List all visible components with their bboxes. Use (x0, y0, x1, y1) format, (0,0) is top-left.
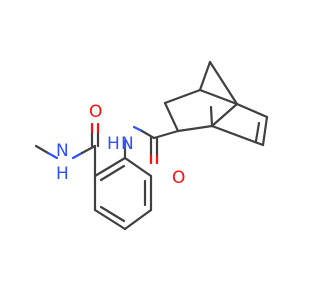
ring-bond-4 (123, 208, 153, 231)
hydrogen-right-label: H (107, 134, 120, 154)
norbornene-bond-7 (208, 60, 239, 106)
ring-inner-bond-1 (99, 164, 126, 182)
bond-n-carbonyl-part (71, 151, 84, 160)
molecule-structure-diagram: O N H N H O (34, 60, 269, 231)
ring-bond-5 (93, 208, 127, 231)
norbornene-bond-11 (210, 124, 265, 147)
norbornene-bond-10 (261, 115, 269, 147)
oxygen-right-label: O (172, 168, 185, 188)
bond-nh-carbonyl (140, 129, 156, 140)
ring-inner-bond-3 (99, 205, 126, 223)
norbornene-bond-5 (198, 88, 239, 106)
ring-bond-2 (123, 156, 153, 178)
norbornene-bond-3 (176, 124, 214, 133)
norbornene-bond-1 (163, 101, 180, 133)
ring-bond-1 (93, 156, 127, 178)
norbornene-bond-6 (198, 60, 212, 92)
nitrogen-left-label: N (56, 141, 69, 161)
norbornene-double-bond-inner (254, 121, 261, 143)
norbornene-bond-9 (235, 102, 269, 119)
bond-n-carbonyl (80, 144, 97, 155)
norbornene-bond-8 (209, 105, 214, 128)
nitrogen-right-label: N (121, 134, 134, 154)
norbornene-bond-2 (163, 88, 202, 105)
hydrogen-left-label: H (56, 164, 69, 184)
norbornene-bond-4 (210, 102, 239, 128)
bond-methyl-n (34, 144, 50, 155)
oxygen-left-label: O (89, 102, 102, 122)
bond-methyl-n-part (46, 151, 59, 160)
bond-carbonyl-norbornene (152, 129, 180, 140)
bond-nh-carbonyl-part (132, 125, 144, 133)
